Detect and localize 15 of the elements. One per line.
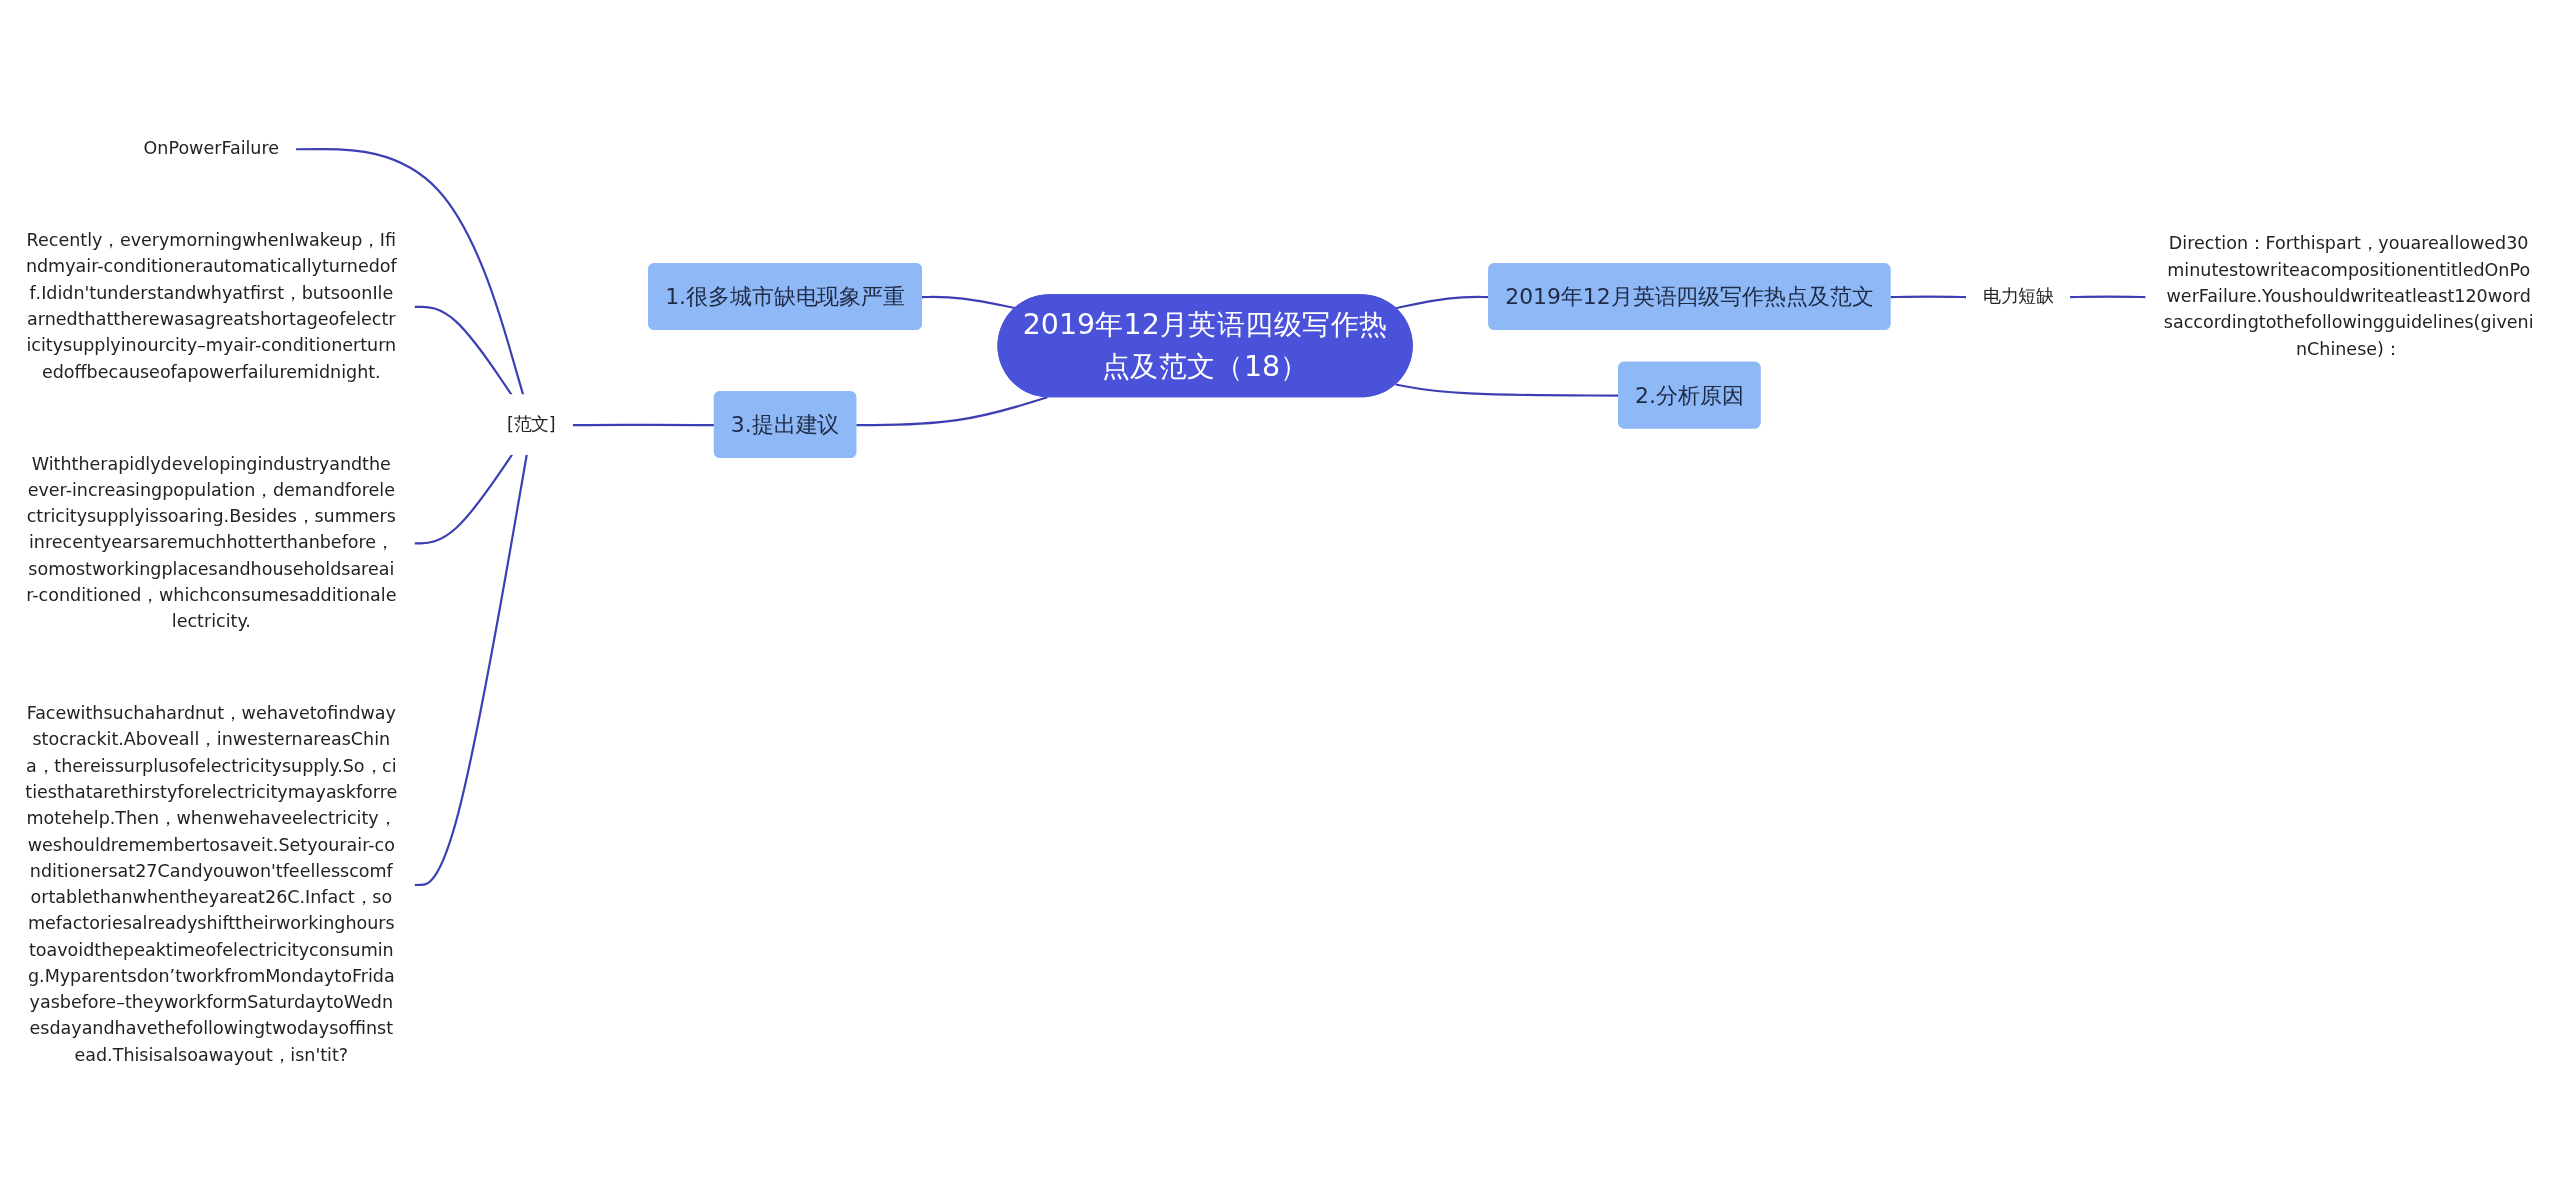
connector: [414, 454, 513, 545]
node-text: Facewithsuchahardnut，wehavetofindwaystocrackit.Aboveall，inwesternareasChina，thereissurplusofelectricitysupply.So，citiesthatarethirstyforelectricitymayaskforremotehelp.Then，whenwehaveelectricity，weshouldremembertosaveit.Setyourair-conditionersat27Candyouwon'tfeellesscomfortablethanwhentheyareat26C.Infact，somefactoriesalreadyshifttheirworkinghourstoavoidthepeaktimeofelectricityconsuming.Myparentsdon’tworkfromMondaytoFridayasbefore–theyworkformSaturdaytoWednesdayandhavethefollowingtwodaysoffinstead.Thisisalsoawayout，isn'tit?: [25, 702, 398, 1066]
node-text: Direction：Forthispart，youareallowed30minutestowriteacompositionentitledOnPowerFailure.Youshouldwriteatleast120wordsaccordingtothefollowingguidelines(giveninChinese)：: [2163, 233, 2534, 359]
node-text: Recently，everymorningwhenIwakeup，Ifindmyair-conditionerautomaticallyturnedoff.Ididn'tunderstandwhyatfirst，butsoonIlearnedthattherewasagreatshortageofelectricitysupplyinourcity–myair-conditionerturnedoffbecauseofapowerfailuremidnight.: [25, 229, 397, 382]
connector: [2070, 295, 2147, 299]
connector: [572, 423, 715, 427]
node-text: OnPowerFailure: [143, 137, 280, 159]
connector: [921, 295, 1017, 310]
connector: [296, 148, 525, 396]
node-text: Withtherapidlydevelopingindustryandthe ever-increasingpopulation，demandforelectricitysupplyissoaring.Besides，summersinrecentyearsaremuchhotterthanbefore，somostworkingplacesandhouseholdsareair-conditioned，whichconsumesadditionalelectricity.: [26, 453, 397, 632]
node-text: [范文]: [506, 413, 556, 435]
connector: [414, 454, 528, 887]
connector: [414, 305, 513, 397]
node-text: 电力短缺: [1982, 285, 2054, 307]
connector: [856, 396, 1048, 427]
